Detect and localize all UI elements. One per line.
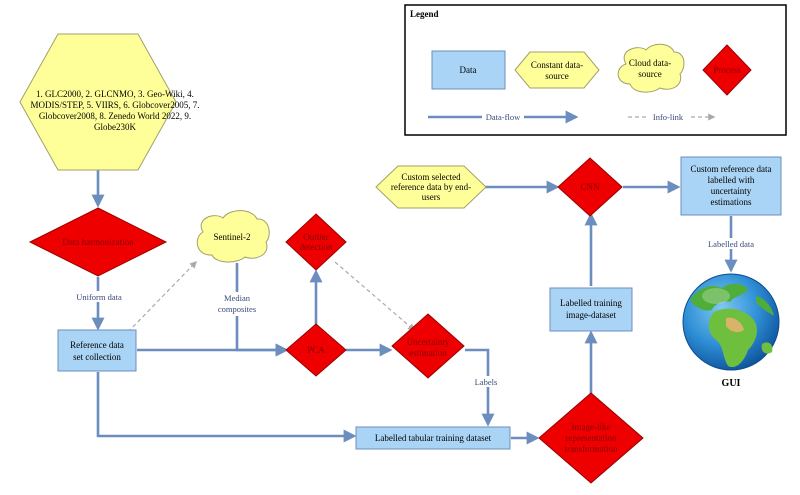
node-custom-selected-label-2: reference data by end-: [391, 182, 471, 192]
legend-cloud-label-2: source: [638, 69, 662, 79]
node-custom-ref: [680, 156, 782, 216]
node-custom-ref-label-2: labelled with: [708, 175, 755, 185]
legend-process-shape: [702, 44, 752, 96]
node-uncertainty-label-1: Uncertainty: [407, 337, 450, 347]
legend: Legend Data Constant data- source Cloud …: [404, 4, 787, 136]
node-tabular: [355, 426, 511, 450]
legend-infolink-label-bg: [648, 111, 688, 122]
node-sources-line-3: Globcover2008, 8. Zenedo World 2022, 9.: [39, 111, 191, 121]
node-harmonization-label: Data harmonization: [62, 237, 134, 247]
node-custom-selected: [375, 165, 487, 209]
legend-dataflow-label: Data-flow: [486, 112, 521, 122]
legend-data-label: Data: [460, 65, 477, 75]
node-imagelike-label-3: transformation: [565, 444, 618, 454]
node-sources-line-2: MODIS/STEP, 5. VIIRS, 6. Globcover2005, …: [30, 100, 199, 110]
edge-uniform-bg: [72, 291, 126, 302]
node-imagelike-label-2: representation: [566, 433, 617, 443]
node-imagelike: [538, 392, 644, 484]
node-pca-label: PCA: [307, 345, 325, 355]
node-image-dataset: [549, 287, 633, 332]
node-custom-ref-label-4: estimations: [711, 197, 752, 207]
legend-cloud-label-1: Cloud data-: [629, 58, 671, 68]
edge-reference-tabular: [96, 372, 357, 443]
edge-labels-bg: [470, 376, 502, 387]
legend-title: Legend: [410, 9, 439, 19]
edge-uniform-label: Uniform data: [76, 292, 122, 302]
legend-constant-shape: [514, 51, 600, 89]
node-custom-ref-label-1: Custom reference data: [691, 164, 772, 174]
edge-labels-label: Labels: [475, 377, 498, 387]
node-pca: [285, 323, 347, 377]
node-reference: [57, 329, 137, 372]
node-uncertainty: [391, 313, 465, 379]
node-reference-label-2: set collection: [73, 352, 121, 362]
node-image-dataset-label-2: image-dataset: [566, 310, 616, 320]
node-outlier-label-2: detection: [300, 242, 333, 252]
node-harmonization: [28, 207, 168, 277]
node-outlier-label-1: Outlier: [303, 232, 329, 242]
node-custom-selected-label-3: users: [422, 192, 441, 202]
node-sentinel-label: Sentinel-2: [214, 232, 251, 242]
edge-median-bg: [214, 292, 260, 316]
legend-constant-label-2: source: [545, 71, 569, 81]
node-gui-label: GUI: [722, 378, 741, 389]
nodes: 1. GLC2000, 2. GLCNMO, 3. Geo-Wiki, 4. M…: [19, 33, 782, 484]
node-cnn-label: CNN: [580, 182, 600, 192]
node-cnn: [557, 157, 623, 217]
node-tabular-label: Labelled tabular training dataset: [375, 433, 492, 443]
node-uncertainty-label-2: estimation: [409, 348, 447, 358]
legend-infolink-label: Info-link: [653, 112, 684, 122]
edge-outlier-uncertainty: [334, 261, 416, 331]
node-sources: [19, 33, 177, 171]
edge-median-label-2: composites: [218, 304, 256, 314]
legend-data-shape: [431, 50, 506, 90]
edge-median-label-1: Median: [224, 293, 251, 303]
legend-dataflow-label-bg: [482, 111, 524, 122]
edge-labelled-data-label: Labelled data: [708, 239, 754, 249]
node-custom-ref-label-3: uncertainty: [711, 186, 752, 196]
legend-process-label: Process: [713, 65, 741, 75]
node-outlier: [285, 213, 347, 271]
legend-cloud-shape: [617, 43, 685, 93]
edges: Uniform data Median composites Labels: [72, 170, 760, 445]
legend-constant-label-1: Constant data-: [531, 60, 583, 70]
node-imagelike-label-1: Image-like: [572, 422, 611, 432]
globe-icon: [682, 273, 780, 371]
node-reference-label-1: Reference data: [70, 340, 124, 350]
node-custom-selected-label-1: Custom selected: [401, 172, 461, 182]
node-sources-line-1: 1. GLC2000, 2. GLCNMO, 3. Geo-Wiki, 4.: [36, 89, 194, 99]
node-sentinel: [196, 210, 270, 263]
node-sources-line-4: Globe230K: [94, 122, 136, 132]
node-image-dataset-label-1: Labelled training: [560, 298, 622, 308]
edge-reference-sentinel: [127, 260, 198, 333]
edge-uncertainty-tabular: [465, 348, 495, 427]
edge-labelled-data-bg: [702, 238, 760, 249]
